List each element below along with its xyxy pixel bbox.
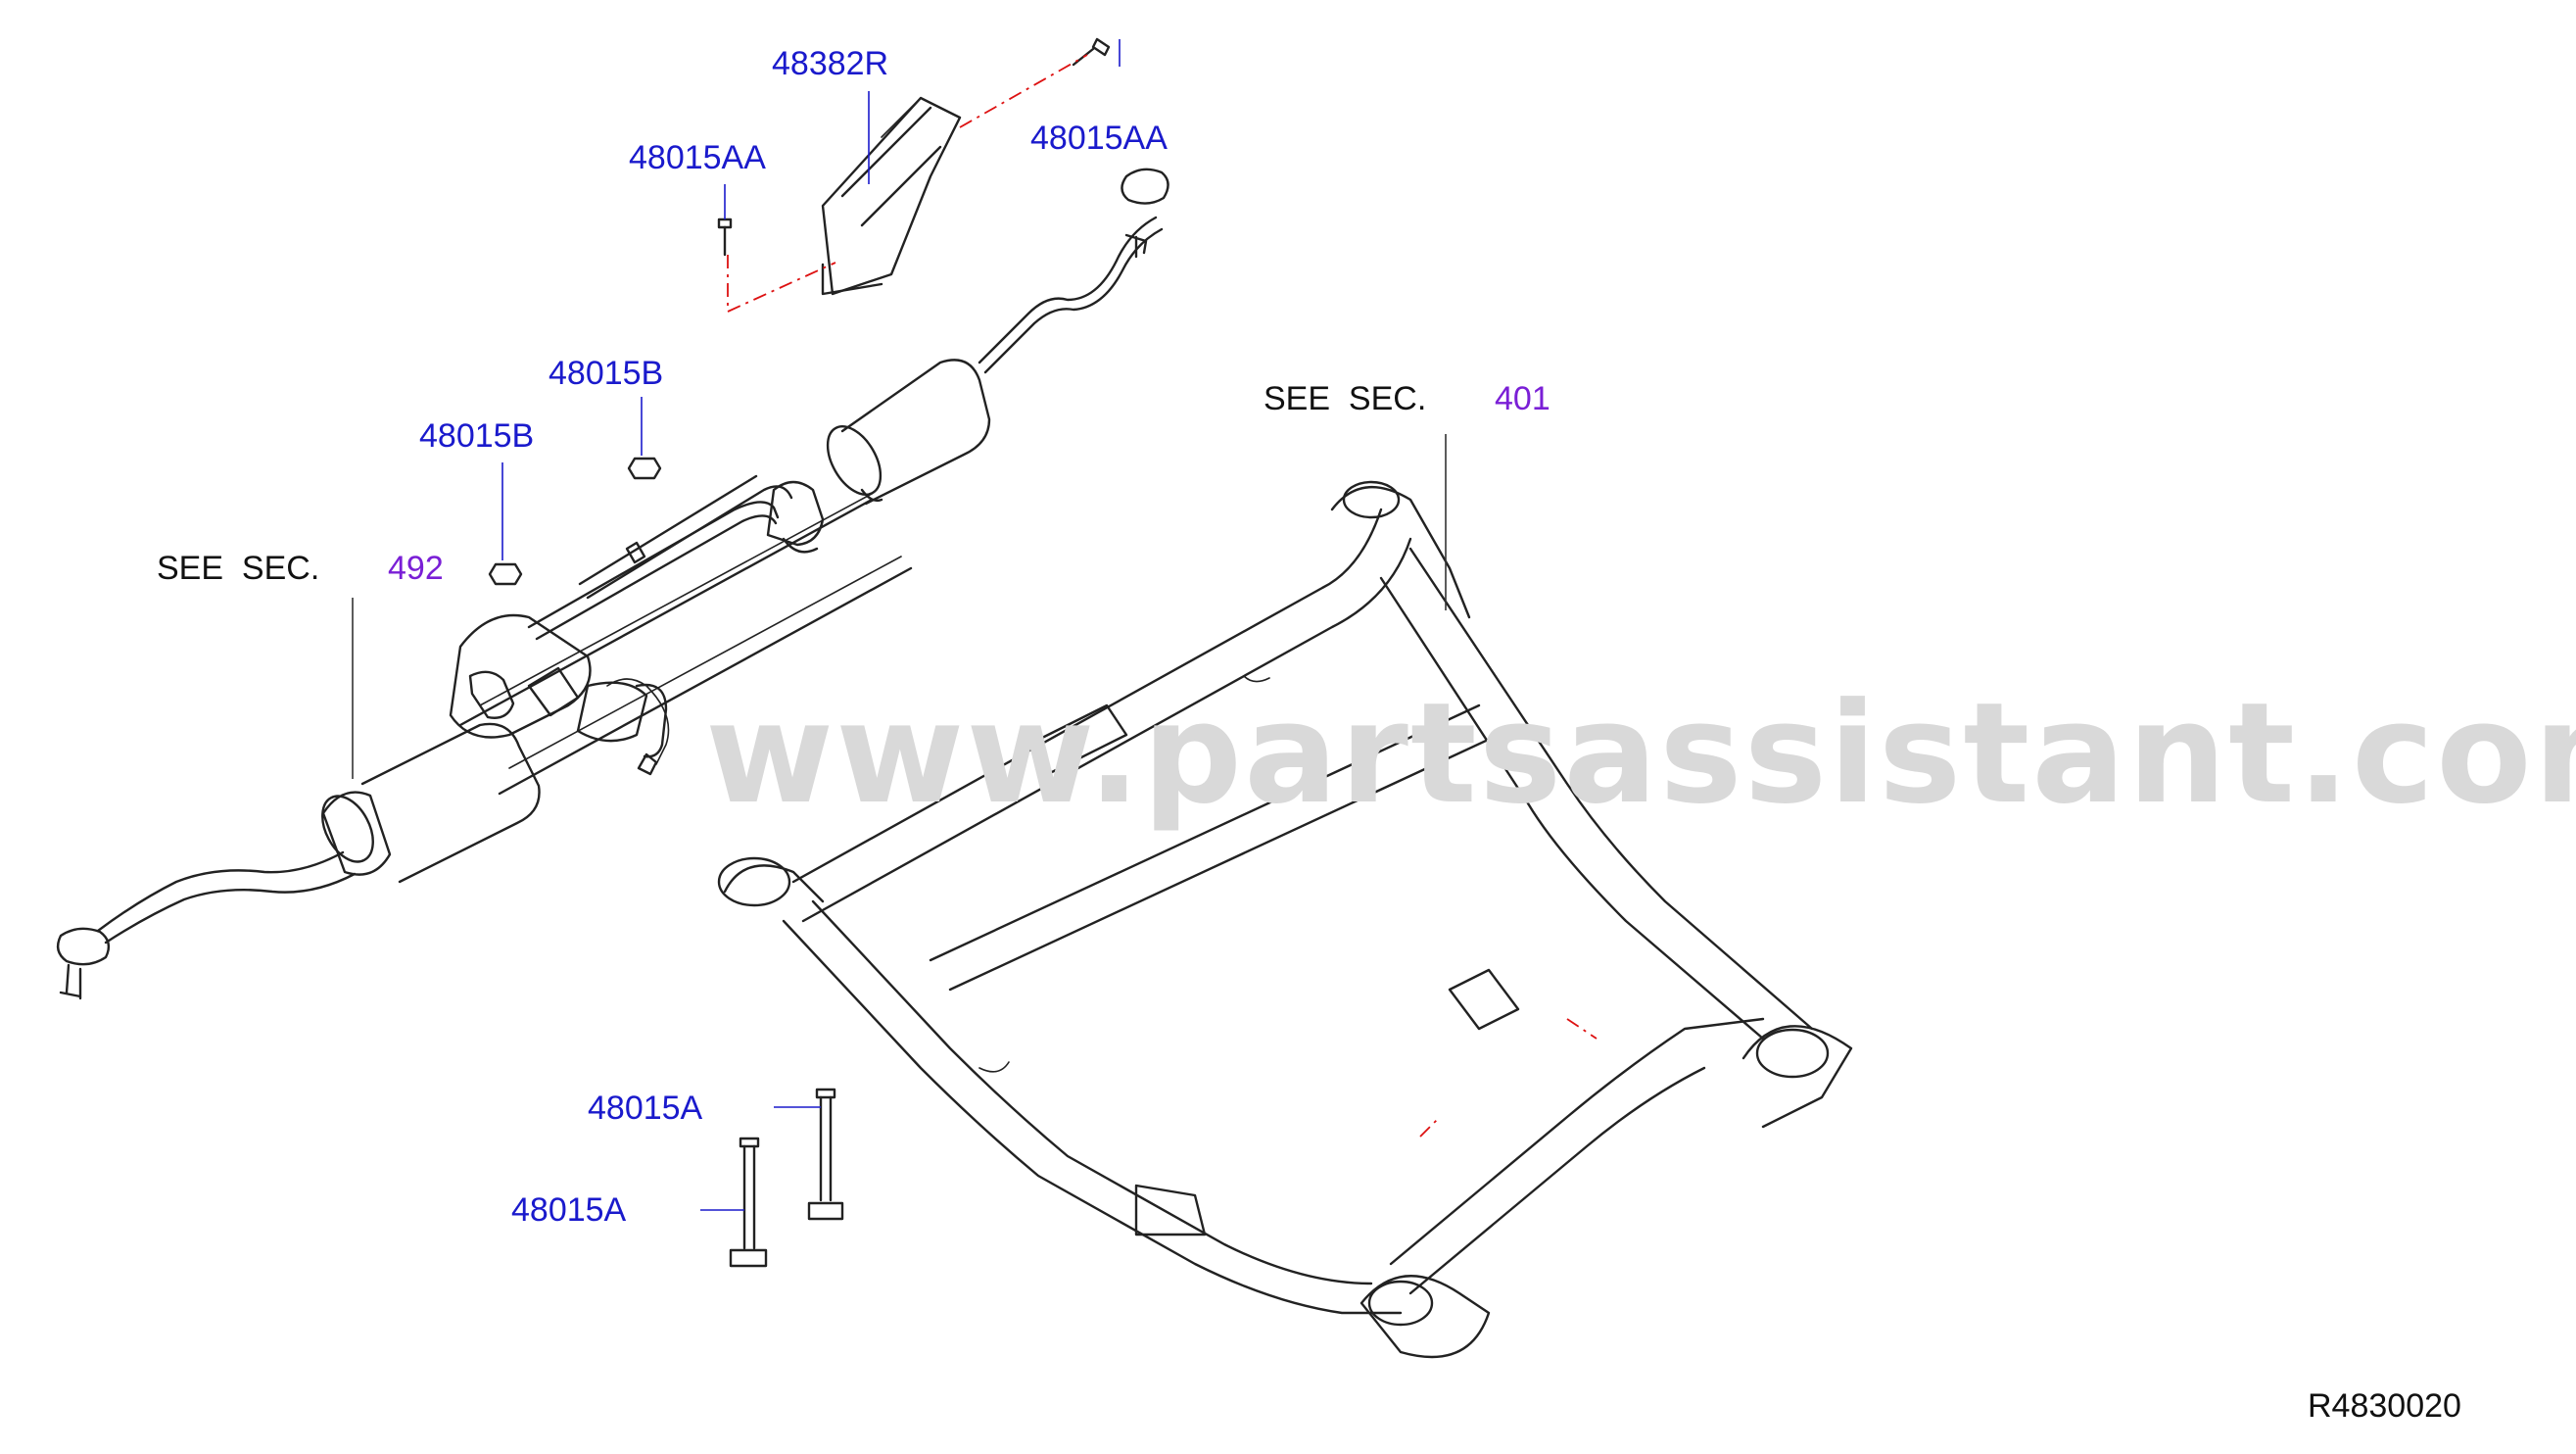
bracket-drawing [821,96,962,296]
label-48015B-right: 48015B [549,355,663,392]
fastener-drawings [488,37,1111,1268]
section-ref-401-prefix: SEE SEC. [1264,380,1426,417]
watermark: www.partsassistant.com [705,673,2576,835]
label-48015B-left: 48015B [419,417,534,455]
crossmember-drawing [717,480,1853,1359]
label-48015AA-right: 48015AA [1030,120,1168,157]
label-48015A-lower: 48015A [511,1191,627,1229]
label-48015A-upper: 48015A [588,1090,703,1127]
section-ref-492-number[interactable]: 492 [388,550,444,587]
label-48382R: 48382R [772,45,888,82]
diagram-code: R4830020 [2308,1387,2461,1425]
steering-gear-drawing [56,168,1169,1000]
section-ref-492-prefix: SEE SEC. [157,550,319,587]
section-ref-401-number[interactable]: 401 [1495,380,1550,417]
label-48015AA-left: 48015AA [629,139,766,176]
leader-lines [352,39,1447,1211]
